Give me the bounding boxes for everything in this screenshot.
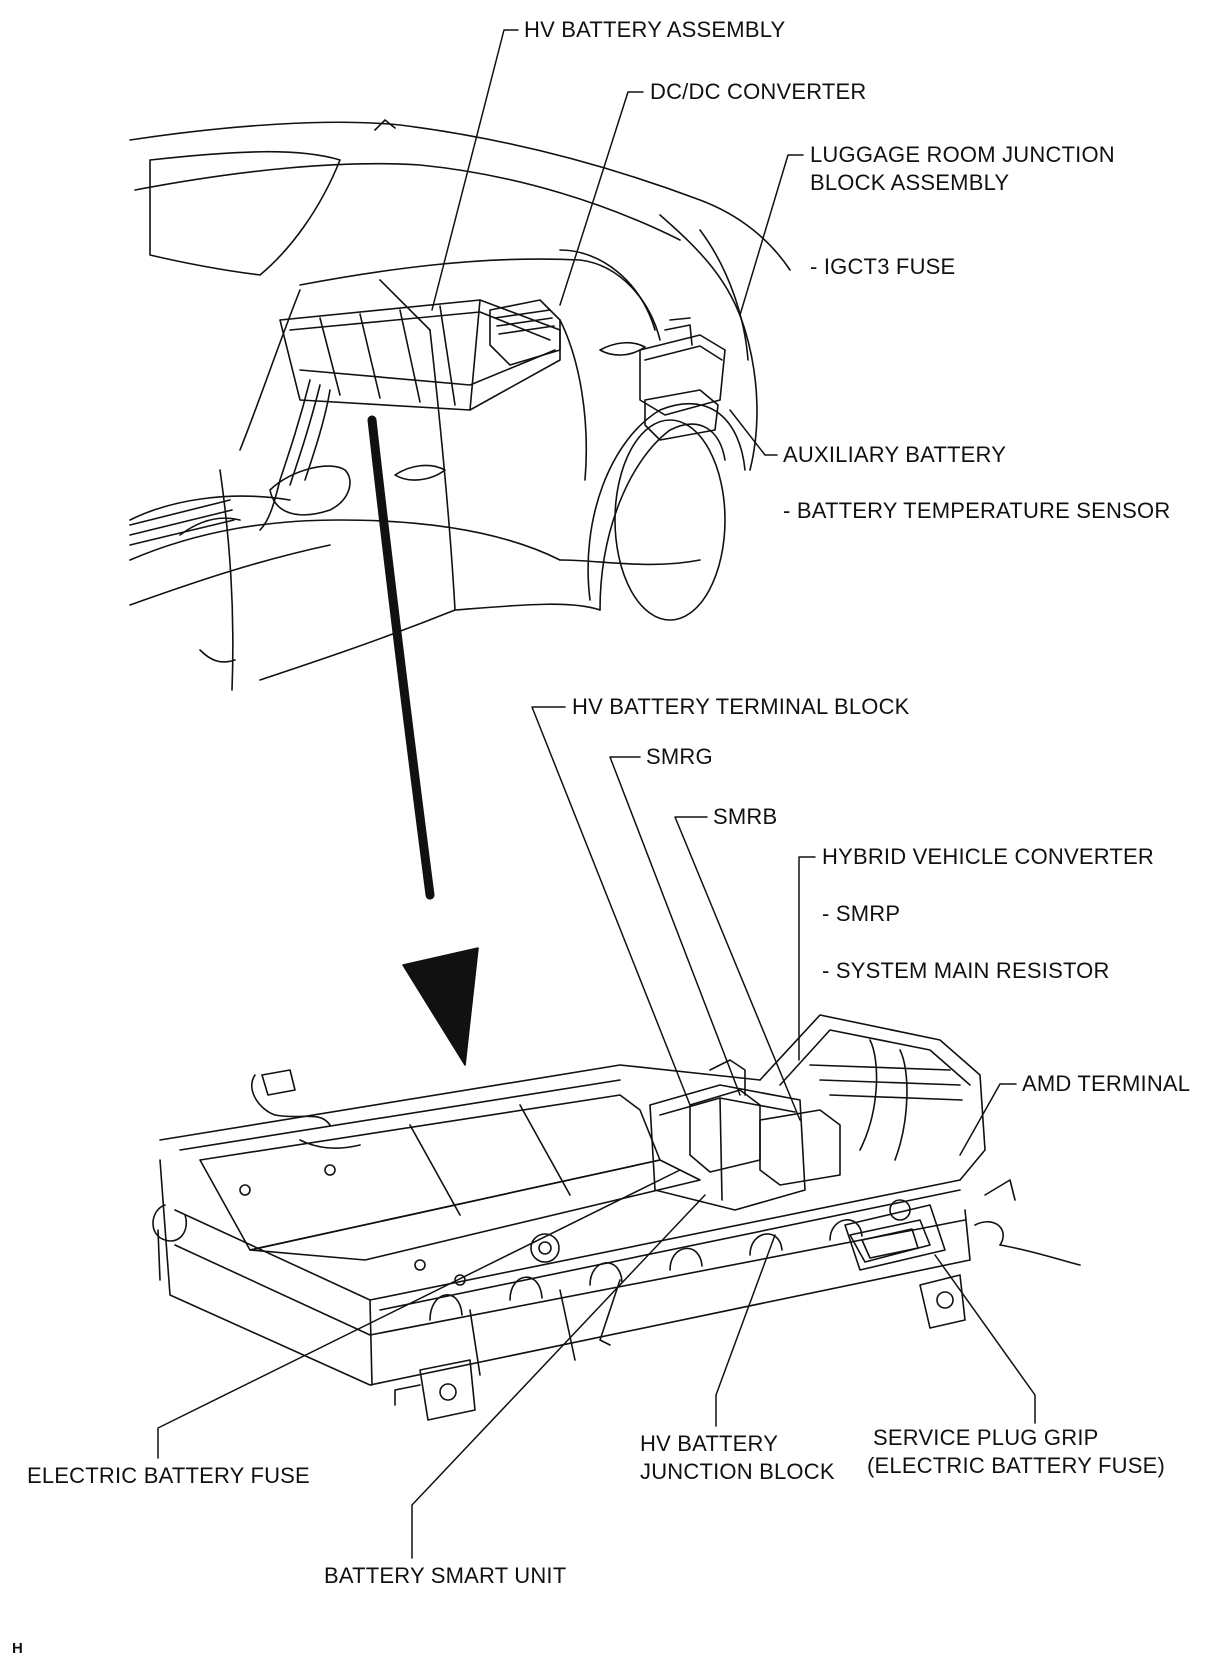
label-service-plug-grip: SERVICE PLUG GRIP (ELECTRIC BATTERY FUSE… [867,1424,1165,1480]
label-line: BLOCK ASSEMBLY [810,170,1010,195]
label-luggage-room-junction-block: LUGGAGE ROOM JUNCTION BLOCK ASSEMBLY [810,141,1115,197]
label-battery-temperature-sensor: - BATTERY TEMPERATURE SENSOR [783,498,1171,523]
label-line: JUNCTION BLOCK [640,1459,835,1484]
label-battery-smart-unit: BATTERY SMART UNIT [324,1563,567,1588]
label-smrb: SMRB [713,804,778,829]
label-line: (ELECTRIC BATTERY FUSE) [867,1453,1165,1478]
arrow [367,415,479,1066]
label-electric-battery-fuse: ELECTRIC BATTERY FUSE [27,1463,310,1488]
label-hv-battery-terminal-block: HV BATTERY TERMINAL BLOCK [572,694,910,719]
label-auxiliary-battery: AUXILIARY BATTERY [783,442,1007,467]
label-system-main-resistor: - SYSTEM MAIN RESISTOR [822,958,1110,983]
label-dc-dc-converter: DC/DC CONVERTER [650,79,867,104]
vehicle-outline [129,119,791,691]
label-hybrid-vehicle-converter: HYBRID VEHICLE CONVERTER [822,844,1155,869]
label-amd-terminal: AMD TERMINAL [1022,1071,1191,1096]
leader-lines [157,29,1036,1559]
label-line: HV BATTERY [640,1431,779,1456]
hv-battery-assembly-detail [152,1014,1081,1421]
label-igct3-fuse: - IGCT3 FUSE [810,254,956,279]
label-line: SERVICE PLUG GRIP [873,1425,1099,1450]
hv-battery-in-vehicle [259,299,726,531]
label-smrp: - SMRP [822,901,901,926]
label-hv-battery-junction-block: HV BATTERY JUNCTION BLOCK [640,1430,835,1486]
label-smrg: SMRG [646,744,713,769]
figure-code: H [12,1640,23,1657]
label-line: LUGGAGE ROOM JUNCTION [810,142,1115,167]
label-hv-battery-assembly: HV BATTERY ASSEMBLY [524,17,786,42]
